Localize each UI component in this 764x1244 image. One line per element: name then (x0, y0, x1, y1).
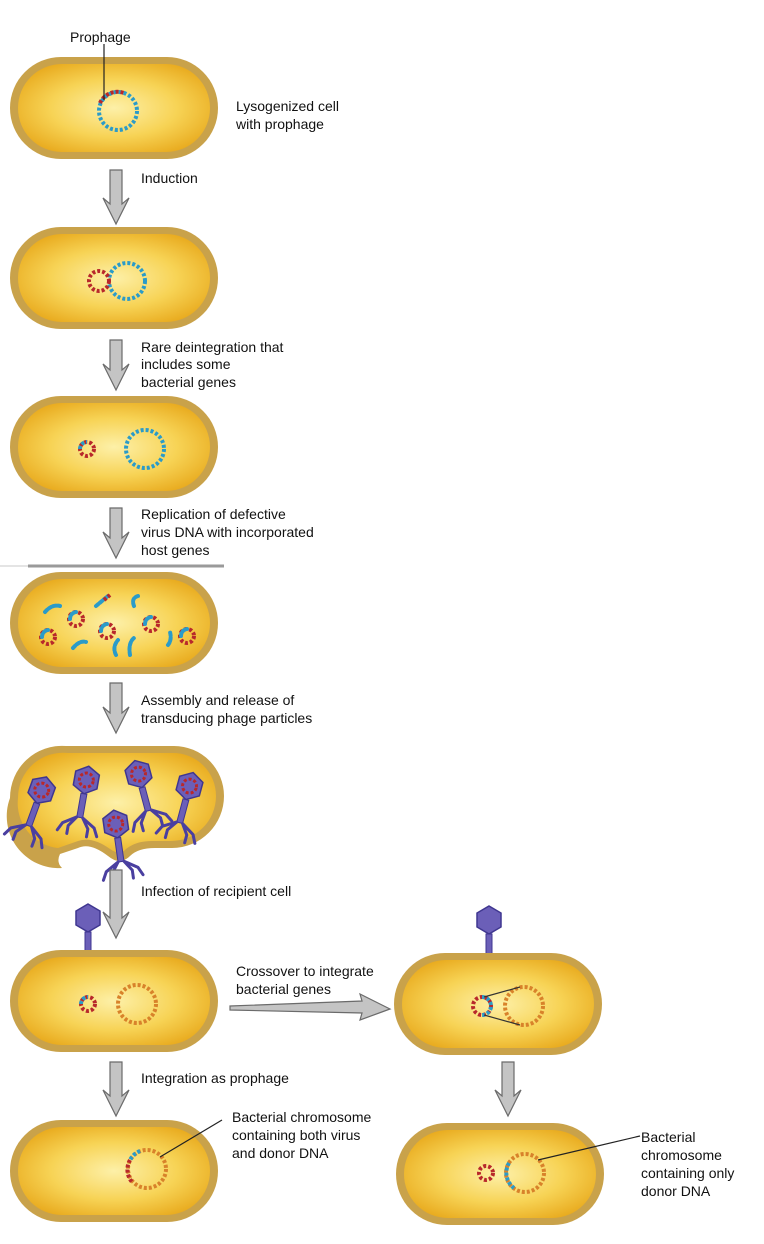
label-replication-3: host genes (141, 542, 210, 558)
arrow-down-1 (102, 169, 130, 226)
label-both-3: and donor DNA (232, 1145, 329, 1161)
prophage-segment (98, 89, 125, 104)
arrow-right (229, 992, 392, 1021)
label-assembly-1: Assembly and release of (141, 692, 294, 708)
label-rare-3: bacterial genes (141, 374, 236, 390)
arrow-down-7 (494, 1061, 522, 1118)
phage-particle (92, 805, 145, 884)
excised-prophage (87, 269, 111, 293)
crossover-line (483, 986, 521, 998)
bacterial-chromosome (124, 428, 166, 470)
cell-crossover (394, 953, 602, 1055)
label-crossover-2: bacterial genes (236, 981, 331, 997)
cell-lysogen-donor (10, 1119, 223, 1222)
label-infection: Infection of recipient cell (141, 883, 291, 899)
label-rare-2: includes some (141, 356, 231, 372)
cell-lysogenized (10, 44, 218, 159)
recipient-chromosome (116, 983, 158, 1025)
recipient-chromosome (503, 985, 545, 1027)
cell-induction (10, 227, 218, 329)
label-replication-2: virus DNA with incorporated (141, 524, 314, 540)
label-both-1: Bacterial chromosome (232, 1109, 371, 1125)
label-only-4: donor DNA (641, 1183, 711, 1199)
arrow-down-2 (102, 339, 130, 392)
label-crossover-1: Crossover to integrate (236, 963, 374, 979)
bacterial-chromosome (97, 90, 139, 132)
leader-line (537, 1135, 641, 1161)
label-only-1: Bacterial (641, 1129, 695, 1145)
label-assembly-2: transducing phage particles (141, 710, 312, 726)
cell-transduced (396, 1123, 641, 1225)
label-lysogenized-1: Lysogenized cell (236, 98, 339, 114)
leftover-fragment (477, 1164, 495, 1182)
phage-particle (55, 761, 110, 841)
arrow-down-3 (102, 507, 130, 560)
label-only-3: containing only (641, 1165, 734, 1181)
label-prophage: Prophage (70, 29, 131, 45)
phage-particle (114, 753, 174, 835)
cell-lysed (2, 745, 224, 884)
cell-deintegration (10, 396, 218, 498)
phage-particle (2, 768, 67, 852)
integrated-chromosome (126, 1148, 168, 1190)
arrow-down-5 (102, 869, 130, 940)
label-both-2: containing both virus (232, 1127, 360, 1143)
transduced-chromosome (504, 1152, 546, 1194)
arrow-down-4 (102, 682, 130, 735)
phage-particle (154, 765, 214, 847)
label-induction: Induction (141, 170, 198, 186)
label-lysogenized-2: with prophage (235, 116, 324, 132)
cell-replication (10, 572, 218, 674)
cell-recipient (10, 950, 218, 1052)
crossover-line (483, 1014, 521, 1026)
arrow-down-6 (102, 1061, 130, 1118)
label-rare-1: Rare deintegration that (141, 339, 284, 355)
label-integration: Integration as prophage (141, 1070, 289, 1086)
leader-line (159, 1119, 223, 1158)
label-only-2: chromosome (641, 1147, 722, 1163)
label-replication-1: Replication of defective (141, 506, 286, 522)
